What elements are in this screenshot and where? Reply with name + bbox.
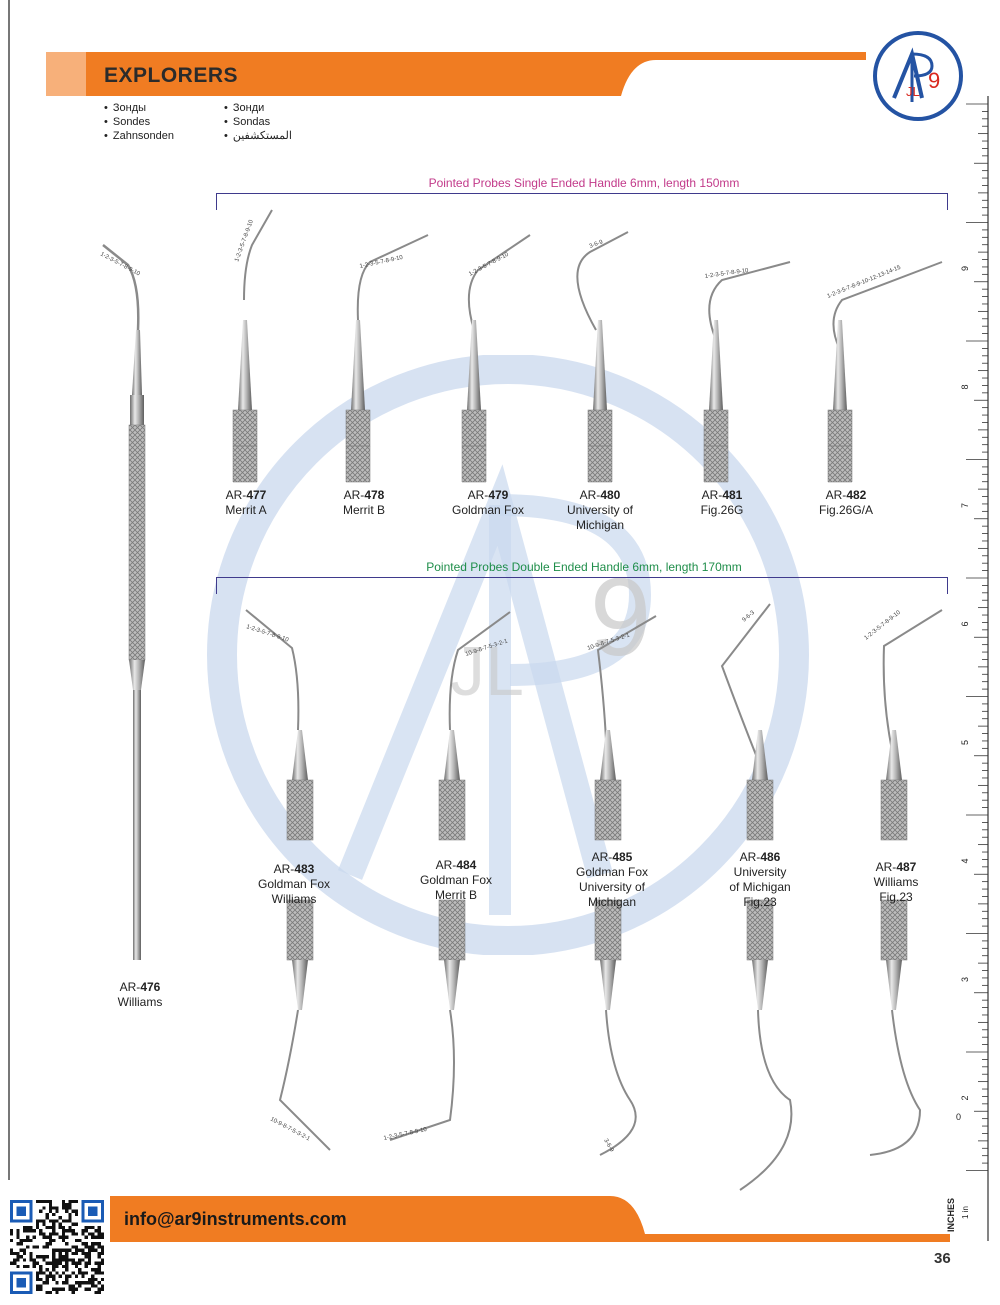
watermark-logo-icon: 9 JL <box>207 355 809 955</box>
section-title-double: Pointed Probes Double Ended Handle 6mm, … <box>426 560 742 574</box>
ruler-number: 3 <box>960 977 970 982</box>
section-bracket-double <box>216 577 948 594</box>
instrument-485 <box>594 615 657 1156</box>
ruler-number: 8 <box>960 384 970 389</box>
instrument-484 <box>389 611 511 1141</box>
section-bracket-single <box>216 193 948 210</box>
ruler-number: 9 <box>960 266 970 271</box>
language-item: Зонды <box>104 101 174 115</box>
ruler-number: 0 <box>956 1112 962 1122</box>
tip-mark: 3-6-9 <box>602 1138 615 1154</box>
tip-mark: 9-6-3 <box>741 610 756 624</box>
product-label-485: AR-485 Goldman Fox University of Michiga… <box>575 850 649 909</box>
page-edge-line <box>8 0 10 1180</box>
tip-mark: 3-6-9 <box>589 239 605 250</box>
language-list-2: Зонди Sondas المستكشفين <box>224 101 292 143</box>
product-label-481: AR-481 Fig.26G <box>700 488 744 517</box>
product-label-480: AR-480 University of Michigan <box>566 488 634 532</box>
instrument-478 <box>345 234 429 483</box>
tip-mark: 10-9-8-7-5-3-2-1 <box>587 632 631 652</box>
language-item: Zahnsonden <box>104 129 174 143</box>
ar9-logo-icon: 9 JL <box>873 31 963 121</box>
tip-mark: 10-9-8-7-5-3-2-1 <box>269 1116 311 1142</box>
ruler-number: 5 <box>960 740 970 745</box>
tip-mark: 1-2-3-5-7-8-9-10 <box>864 609 903 641</box>
product-label-478: AR-478 Merrit B <box>343 488 385 517</box>
instrument-481 <box>703 261 791 483</box>
instrument-487 <box>869 609 943 1156</box>
language-item: Sondes <box>104 115 174 129</box>
footer-band <box>110 1196 950 1242</box>
product-label-482: AR-482 Fig.26G/A <box>818 488 874 517</box>
svg-text:9: 9 <box>590 556 651 679</box>
instrument-479 <box>461 234 531 483</box>
product-label-483: AR-483 Goldman Fox Williams <box>257 862 331 906</box>
tip-mark: 1-2-3-5-7-8-9-10 <box>234 219 255 263</box>
instrument-476 <box>102 244 146 960</box>
product-label-487: AR-487 Williams Fig.23 <box>873 860 919 904</box>
language-item: المستكشفين <box>224 129 292 143</box>
header-band <box>46 52 866 96</box>
product-label-477: AR-477 Merrit A <box>225 488 267 517</box>
ruler-number: 4 <box>960 858 970 863</box>
language-list-1: Зонды Sondes Zahnsonden <box>104 101 174 143</box>
page-number: 36 <box>934 1250 951 1267</box>
product-label-484: AR-484 Goldman Fox Merrit B <box>419 858 493 902</box>
instrument-486 <box>720 603 793 1191</box>
tip-mark: 1-2-3-5-7-8-9-10 <box>383 1127 428 1142</box>
page-title: EXPLORERS <box>104 64 239 87</box>
section-title-single: Pointed Probes Single Ended Handle 6mm, … <box>428 176 740 190</box>
ruler-number: 1 in <box>961 1206 970 1219</box>
svg-text:JL: JL <box>906 84 920 99</box>
inch-ruler: 2 3 4 5 6 7 8 9 1 in <box>960 96 989 1241</box>
svg-text:JL: JL <box>450 632 524 710</box>
ruler-number: 2 <box>960 1095 970 1100</box>
ruler-number: 7 <box>960 503 970 508</box>
product-label-476: AR-476 Williams <box>117 980 163 1009</box>
tip-mark: 1-2-3-5-7-8-9-10 <box>468 251 510 277</box>
tip-mark: 1-2-3-5-7-8-9-10 <box>99 251 141 277</box>
qr-code-icon[interactable] <box>10 1200 104 1294</box>
instrument-477 <box>232 209 273 483</box>
instrument-482 <box>827 261 943 483</box>
language-item: Sondas <box>224 115 292 129</box>
contact-email[interactable]: info@ar9instruments.com <box>124 1209 347 1229</box>
svg-text:9: 9 <box>928 68 940 93</box>
product-label-479: AR-479 Goldman Fox <box>451 488 525 517</box>
instrument-480 <box>576 231 629 483</box>
language-item: Зонди <box>224 101 292 115</box>
ruler-number: 6 <box>960 621 970 626</box>
product-label-486: AR-486 University of Michigan Fig.23 <box>729 850 791 909</box>
instrument-483 <box>245 609 331 1151</box>
